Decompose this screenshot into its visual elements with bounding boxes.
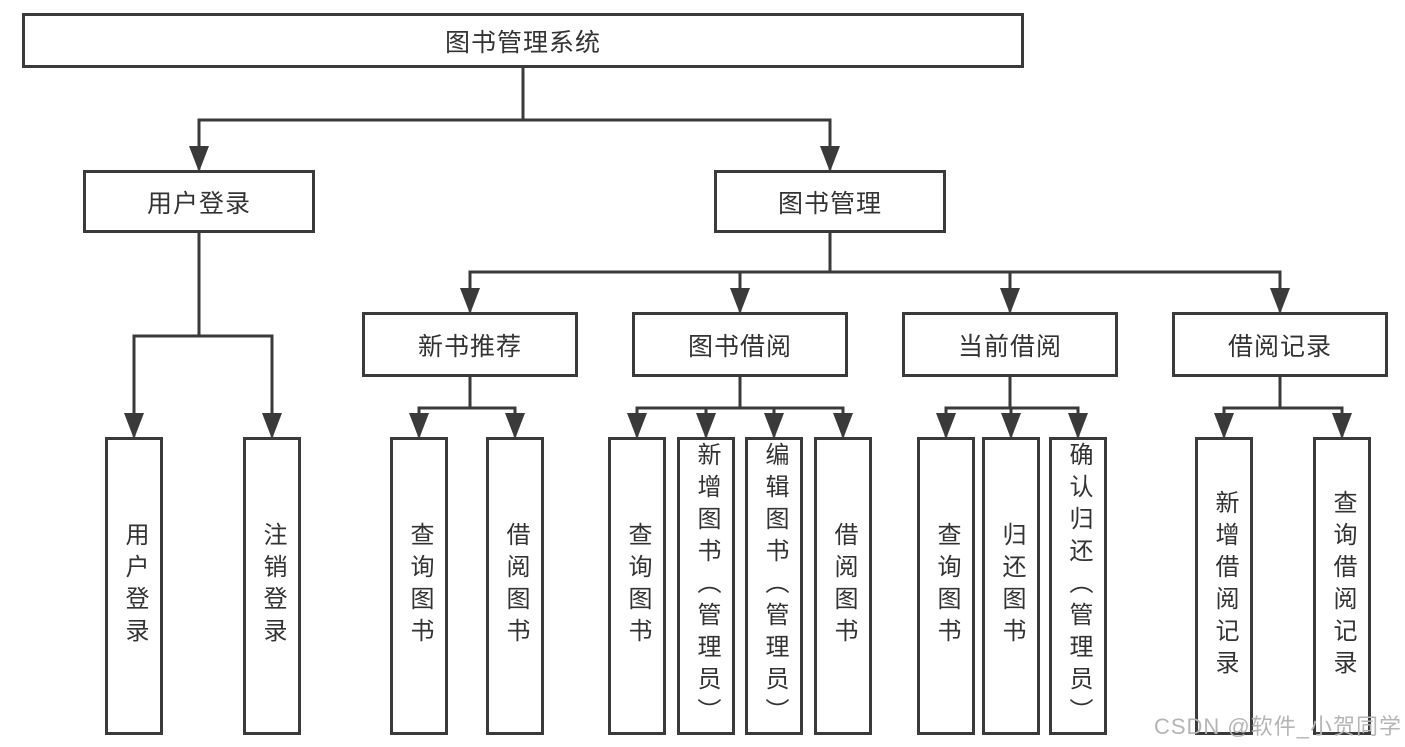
arrowhead-icon: [764, 413, 784, 439]
node-label-book-management-system: 图书管理系统: [444, 28, 601, 57]
node-current-borrowing: 当前借阅: [902, 312, 1118, 377]
arrowhead-icon: [1214, 413, 1234, 439]
node-borrow-books: 借阅图书: [814, 437, 872, 735]
node-book-management: 图书管理: [714, 170, 946, 233]
node-label-book-management: 图书管理: [777, 189, 882, 218]
node-new-book-recommendation: 新书推荐: [362, 312, 578, 377]
node-label-query-books-current: 查询图书: [933, 522, 960, 650]
node-query-borrowing-record: 查询借阅记录: [1313, 437, 1371, 735]
node-label-confirm-return-admin: 确认归还（管理员）: [1065, 442, 1092, 730]
node-confirm-return-admin: 确认归还（管理员）: [1049, 437, 1107, 735]
node-return-books: 归还图书: [982, 437, 1040, 735]
node-label-edit-books-admin: 编辑图书（管理员）: [761, 442, 788, 730]
node-logout-action: 注销登录: [243, 437, 301, 735]
node-label-user-login: 用户登录: [146, 189, 251, 218]
node-user-login-action: 用户登录: [105, 437, 163, 735]
node-label-new-book-recommendation: 新书推荐: [417, 332, 522, 361]
node-label-return-books: 归还图书: [998, 522, 1025, 650]
node-label-borrowing-records: 借阅记录: [1227, 332, 1332, 361]
node-label-borrow-books: 借阅图书: [830, 522, 857, 650]
node-label-user-login-action: 用户登录: [121, 522, 148, 650]
node-borrowing-records: 借阅记录: [1172, 312, 1388, 377]
node-label-add-books-admin: 新增图书（管理员）: [693, 442, 720, 730]
arrowhead-icon: [936, 413, 956, 439]
watermark: CSDN @软件_小贺同学: [1153, 714, 1402, 739]
arrowhead-icon: [1001, 413, 1021, 439]
node-label-borrow-books-recommend: 借阅图书: [502, 522, 529, 650]
arrowhead-icon: [124, 413, 144, 439]
node-label-query-borrowing-record: 查询借阅记录: [1329, 490, 1356, 682]
arrowhead-icon: [1000, 288, 1020, 314]
node-borrow-books-recommend: 借阅图书: [486, 437, 544, 735]
arrowhead-icon: [189, 146, 209, 172]
node-label-add-borrowing-record: 新增借阅记录: [1211, 490, 1238, 682]
arrowhead-icon: [262, 413, 282, 439]
arrowhead-icon: [1332, 413, 1352, 439]
arrowhead-icon: [1270, 288, 1290, 314]
node-label-logout-action: 注销登录: [259, 522, 286, 650]
node-query-books-recommend: 查询图书: [390, 437, 448, 735]
node-add-borrowing-record: 新增借阅记录: [1195, 437, 1253, 735]
arrowhead-icon: [460, 288, 480, 314]
arrowhead-icon: [409, 413, 429, 439]
node-book-borrowing: 图书借阅: [632, 312, 848, 377]
node-add-books-admin: 新增图书（管理员）: [677, 437, 735, 735]
node-edit-books-admin: 编辑图书（管理员）: [745, 437, 803, 735]
node-label-book-borrowing: 图书借阅: [687, 332, 792, 361]
node-book-management-system: 图书管理系统: [22, 13, 1024, 68]
node-label-current-borrowing: 当前借阅: [957, 332, 1062, 361]
node-label-query-books-recommend: 查询图书: [406, 522, 433, 650]
node-label-query-books-borrowing: 查询图书: [624, 522, 651, 650]
arrowhead-icon: [820, 146, 840, 172]
arrowhead-icon: [696, 413, 716, 439]
node-user-login: 用户登录: [83, 170, 315, 233]
node-query-books-borrowing: 查询图书: [608, 437, 666, 735]
arrowhead-icon: [833, 413, 853, 439]
node-query-books-current: 查询图书: [917, 437, 975, 735]
arrowhead-icon: [505, 413, 525, 439]
arrowhead-icon: [627, 413, 647, 439]
arrowhead-icon: [1068, 413, 1088, 439]
arrowhead-icon: [730, 288, 750, 314]
